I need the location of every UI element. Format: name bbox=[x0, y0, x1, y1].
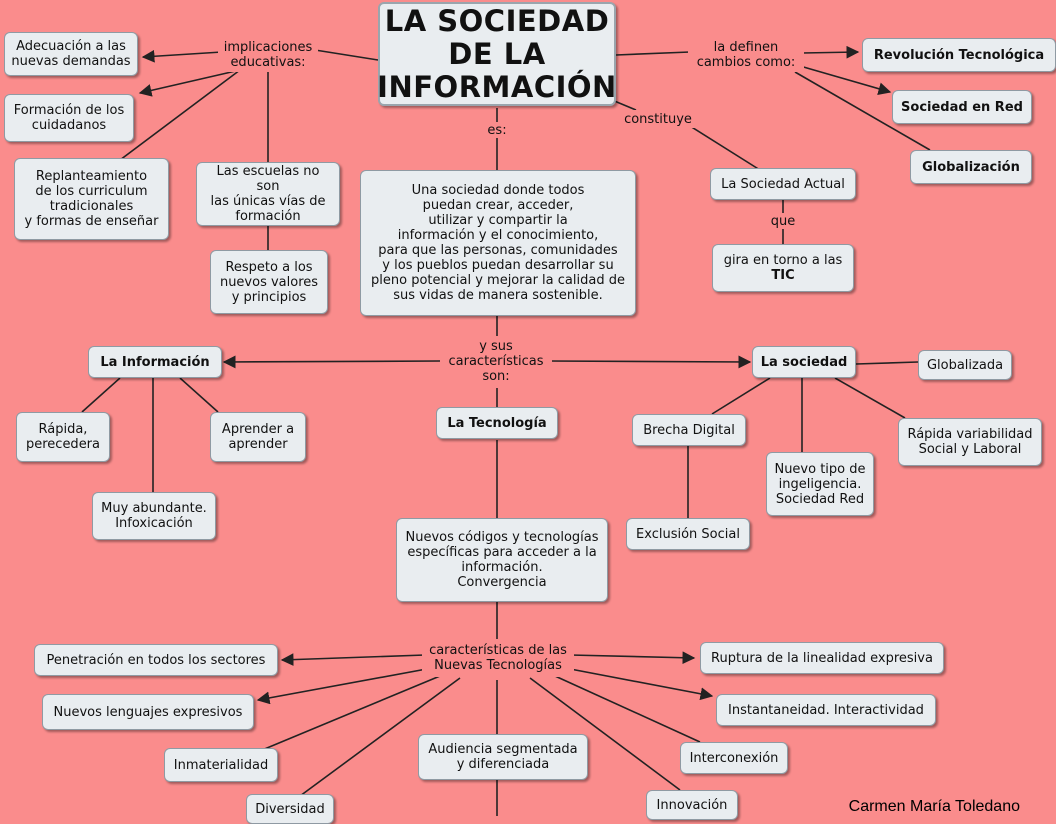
node-rapida: Rápida, perecedera bbox=[16, 412, 110, 462]
node-globalizada: Globalizada bbox=[918, 350, 1012, 380]
node-escuelas: Las escuelas no son las únicas vías de f… bbox=[196, 162, 340, 226]
line-title-implicaciones bbox=[314, 49, 379, 61]
node-exclusion: Exclusión Social bbox=[626, 518, 750, 550]
label-sus-caracteristicas: y sus características son: bbox=[440, 336, 552, 386]
label-constituye: constituye bbox=[618, 110, 698, 128]
line-globalizacion bbox=[794, 71, 931, 151]
line-innovacion bbox=[529, 677, 681, 791]
node-penetracion: Penetración en todos los sectores bbox=[34, 644, 278, 676]
arrow-revolucion bbox=[801, 45, 860, 59]
node-nuevos-codigos: Nuevos códigos y tecnologías específicas… bbox=[396, 518, 608, 602]
tic-text: TIC bbox=[771, 268, 795, 283]
gira-text: gira en torno a las bbox=[723, 253, 843, 268]
line-rapida bbox=[81, 377, 121, 413]
node-interconexion: Interconexión bbox=[680, 742, 788, 774]
line-aprender bbox=[179, 377, 219, 413]
node-respeto: Respeto a los nuevos valores y principio… bbox=[210, 250, 328, 314]
node-inmaterialidad: Inmaterialidad bbox=[164, 748, 278, 782]
node-audiencia: Audiencia segmentada y diferenciada bbox=[418, 734, 588, 780]
line-sociedad-actual bbox=[689, 125, 761, 171]
arrow-instantaneidad bbox=[564, 667, 714, 701]
node-variabilidad: Rápida variabilidad Social y Laboral bbox=[898, 418, 1042, 466]
node-lenguajes: Nuevos lenguajes expresivos bbox=[42, 694, 254, 730]
node-formacion: Formación de los cuidadanos bbox=[4, 94, 134, 142]
node-aprender: Aprender a aprender bbox=[210, 412, 306, 462]
arrow-la-sociedad bbox=[547, 355, 752, 369]
node-sociedad-red: Sociedad en Red bbox=[892, 90, 1032, 124]
line-globalizada bbox=[855, 361, 919, 365]
line-replanteamiento bbox=[119, 69, 241, 161]
node-adecuacion: Adecuación a las nuevas demandas bbox=[4, 32, 138, 76]
node-globalizacion: Globalización bbox=[910, 150, 1032, 184]
label-caracteristicas-nt: características de las Nuevas Tecnología… bbox=[422, 639, 574, 677]
line-interconexion bbox=[554, 675, 701, 743]
arrow-lenguajes bbox=[256, 667, 433, 705]
author-credit: Carmen María Toledano bbox=[848, 798, 1020, 815]
node-diversidad: Diversidad bbox=[246, 794, 334, 824]
arrow-sociedad-red bbox=[799, 65, 892, 95]
node-innovacion: Innovación bbox=[646, 790, 738, 820]
node-sociedad-actual: La Sociedad Actual bbox=[710, 168, 856, 200]
arrow-ruptura bbox=[569, 651, 696, 665]
node-inteligencia: Nuevo tipo de ingeligencia. Sociedad Red bbox=[766, 452, 874, 516]
line-brecha bbox=[711, 377, 771, 415]
title-node: LA SOCIEDAD DE LA INFORMACIÓN bbox=[377, 2, 616, 106]
line-title-constituye bbox=[611, 99, 637, 111]
node-la-tecnologia: La Tecnología bbox=[436, 407, 558, 439]
line-title-definen bbox=[615, 51, 691, 56]
node-la-informacion: La Información bbox=[88, 346, 222, 378]
line-inmaterialidad bbox=[249, 675, 441, 756]
node-brecha: Brecha Digital bbox=[632, 414, 746, 446]
node-gira-tic: gira en torno a las TIC bbox=[712, 244, 854, 292]
node-instantaneidad: Instantaneidad. Interactividad bbox=[716, 694, 936, 726]
label-es: es: bbox=[481, 122, 513, 138]
node-replanteamiento: Replanteamiento de los curriculum tradic… bbox=[14, 158, 169, 240]
line-diversidad bbox=[299, 677, 461, 797]
arrow-formacion bbox=[138, 69, 241, 97]
label-implicaciones: implicaciones educativas: bbox=[218, 38, 318, 72]
line-variabilidad bbox=[834, 377, 906, 419]
arrow-adecuacion bbox=[141, 49, 223, 63]
node-la-sociedad: La sociedad bbox=[752, 346, 856, 378]
node-revolucion: Revolución Tecnológica bbox=[862, 38, 1056, 72]
arrow-penetracion bbox=[280, 653, 426, 666]
node-ruptura: Ruptura de la linealidad expresiva bbox=[700, 642, 944, 674]
label-que: que bbox=[768, 213, 798, 229]
node-abundante: Muy abundante. Infoxicación bbox=[92, 492, 216, 540]
label-definen: la definen cambios como: bbox=[688, 38, 804, 72]
arrow-la-informacion bbox=[222, 355, 441, 369]
node-definicion: Una sociedad donde todos puedan crear, a… bbox=[360, 170, 636, 316]
